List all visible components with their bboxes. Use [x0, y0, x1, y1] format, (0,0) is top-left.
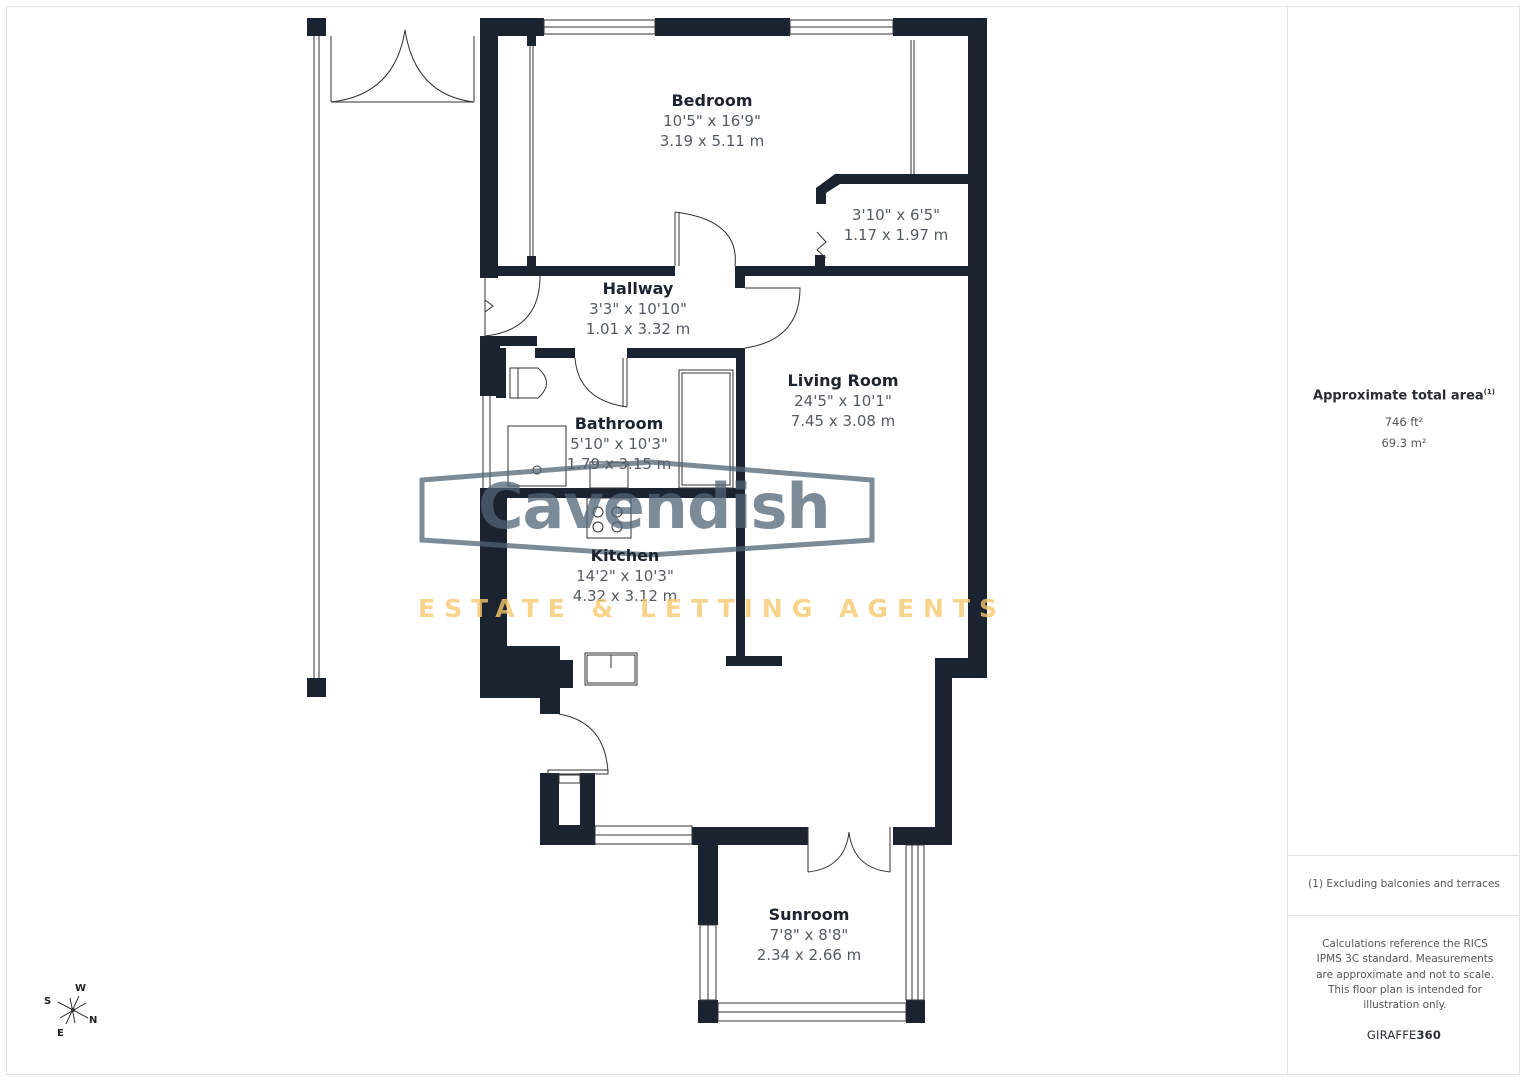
compass-s-label: S: [44, 996, 52, 1007]
room-name: Bathroom: [574, 414, 664, 433]
room-name: Living Room: [787, 371, 899, 390]
area-title: Approximate total area(1): [1288, 388, 1520, 403]
room-sunroom: Sunroom 7'8" x 8'8" 2.34 x 2.66 m: [757, 905, 862, 965]
room-metric: 1.01 x 3.32 m: [585, 320, 691, 338]
room-bathroom: Bathroom 5'10" x 10'3" 1.79 x 3.15 m: [567, 414, 672, 474]
sidebar-divider: [1288, 915, 1520, 916]
room-metric: 7.45 x 3.08 m: [790, 412, 896, 430]
room-metric: 4.32 x 3.12 m: [572, 587, 678, 605]
area-imperial: 746 ft²: [1384, 415, 1424, 429]
compass-w-label: W: [75, 983, 87, 994]
info-sidebar: Approximate total area(1) 746 ft² 69.3 m…: [1287, 6, 1520, 1075]
compass-rose-icon: [57, 995, 89, 1025]
footnote-marker: (1): [1483, 388, 1495, 396]
room-name: Bedroom: [671, 91, 753, 110]
room-bedroom: Bedroom 10'5" x 16'9" 3.19 x 5.11 m: [660, 91, 765, 151]
compass-e-label: E: [57, 1028, 64, 1039]
room-name: Kitchen: [590, 546, 660, 565]
room-hallway: Hallway 3'3" x 10'10" 1.01 x 3.32 m: [586, 279, 691, 339]
room-name: Hallway: [602, 279, 674, 298]
room-imperial: 7'8" x 8'8": [769, 926, 849, 944]
room-metric: 2.34 x 2.66 m: [756, 946, 862, 964]
page-frame: [6, 6, 1520, 1075]
brand-light: GIRAFFE: [1366, 1028, 1417, 1042]
room-imperial: 24'5" x 10'1": [794, 392, 892, 410]
room-living-room: Living Room 24'5" x 10'1" 7.45 x 3.08 m: [788, 371, 899, 431]
giraffe360-logo: GIRAFFE360: [1288, 1028, 1520, 1042]
room-closet: 3'10" x 6'5" 1.17 x 1.97 m: [844, 205, 949, 245]
room-metric: 1.79 x 3.15 m: [566, 455, 672, 473]
sidebar-divider: [1288, 855, 1520, 856]
area-title-text: Approximate total area: [1313, 388, 1484, 404]
area-footnote: (1) Excluding balconies and terraces: [1308, 878, 1500, 890]
watermark-tagline: ESTATE & LETTING AGENTS: [418, 594, 1007, 623]
brand-bold: 360: [1416, 1028, 1442, 1042]
room-imperial: 3'10" x 6'5": [851, 206, 941, 224]
room-imperial: 3'3" x 10'10": [589, 300, 687, 318]
room-metric: 1.17 x 1.97 m: [843, 226, 949, 244]
watermark-badge: [419, 459, 875, 558]
room-imperial: 10'5" x 16'9": [663, 112, 761, 130]
room-imperial: 5'10" x 10'3": [570, 435, 668, 453]
area-metric: 69.3 m²: [1381, 436, 1427, 450]
room-name: Sunroom: [768, 905, 850, 924]
room-metric: 3.19 x 5.11 m: [659, 132, 765, 150]
compass-n-label: N: [89, 1015, 98, 1026]
watermark-brand: Cavendish: [478, 470, 831, 543]
room-imperial: 14'2" x 10'3": [576, 567, 674, 585]
walls: [307, 18, 987, 1023]
room-kitchen: Kitchen 14'2" x 10'3" 4.32 x 3.12 m: [573, 546, 678, 606]
disclaimer-text: Calculations reference the RICS IPMS 3C …: [1316, 938, 1494, 1012]
